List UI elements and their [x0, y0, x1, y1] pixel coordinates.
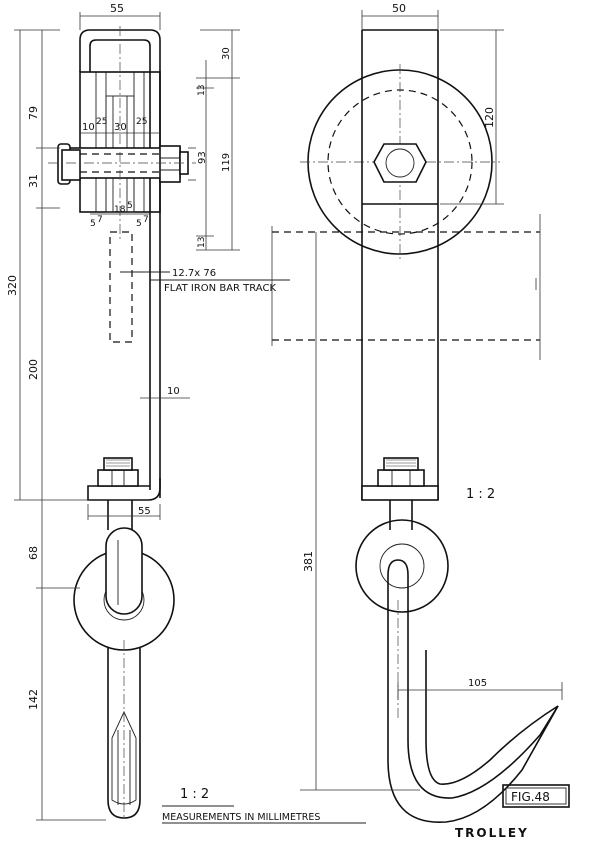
left-elevation-view	[48, 26, 196, 820]
dim-142: 142	[27, 689, 40, 710]
right-dimensions: 50 120 381 105	[300, 2, 563, 791]
right-elevation-view	[271, 29, 559, 823]
dim-200: 200	[27, 359, 40, 380]
dim-105: 105	[468, 678, 487, 689]
dim-50: 50	[392, 2, 406, 15]
dim-30-b: 30	[114, 122, 127, 133]
dim-5-a: 5	[90, 219, 96, 229]
dim-25-a: 25	[96, 117, 107, 127]
figure-number-box: FIG.48	[502, 784, 570, 808]
dim-119: 119	[221, 153, 232, 172]
dim-79: 79	[27, 106, 40, 120]
dim-68: 68	[27, 546, 40, 560]
dim-13-a: 13	[197, 85, 207, 96]
dim-7-a: 7	[97, 215, 103, 225]
units-label: MEASUREMENTS IN MILLIMETRES	[162, 812, 320, 823]
dim-93: 93	[197, 151, 208, 164]
dim-30: 30	[221, 47, 232, 60]
drawing-title: TROLLEY	[455, 826, 529, 840]
dim-31: 31	[27, 174, 40, 188]
dim-13-b: 13	[197, 237, 207, 248]
scale-label-left: 1 : 2	[180, 787, 209, 802]
track-label: FLAT IRON BAR TRACK	[164, 283, 276, 294]
dim-55-top: 55	[110, 2, 124, 15]
dim-25-b: 25	[136, 117, 147, 127]
dim-18: 18	[114, 205, 126, 215]
figure-number: FIG.48	[511, 790, 550, 804]
dim-10-b: 10	[167, 386, 180, 397]
dim-320: 320	[6, 275, 19, 296]
dim-120: 120	[483, 107, 496, 128]
dim-10-a: 10	[82, 122, 95, 133]
scale-label-right: 1 : 2	[466, 487, 495, 502]
track-callout: 12.7x 76 FLAT IRON BAR TRACK	[150, 268, 290, 294]
left-dimensions: 55 320 79 31 200 68 142 30 13 119 93 13 …	[6, 2, 240, 821]
track-size-label: 12.7x 76	[172, 268, 216, 279]
dim-5-c: 5	[136, 219, 142, 229]
dim-5-b: 5	[127, 201, 133, 211]
dim-381: 381	[302, 551, 315, 572]
dim-7-b: 7	[143, 215, 149, 225]
dim-55-bottom: 55	[138, 506, 151, 517]
